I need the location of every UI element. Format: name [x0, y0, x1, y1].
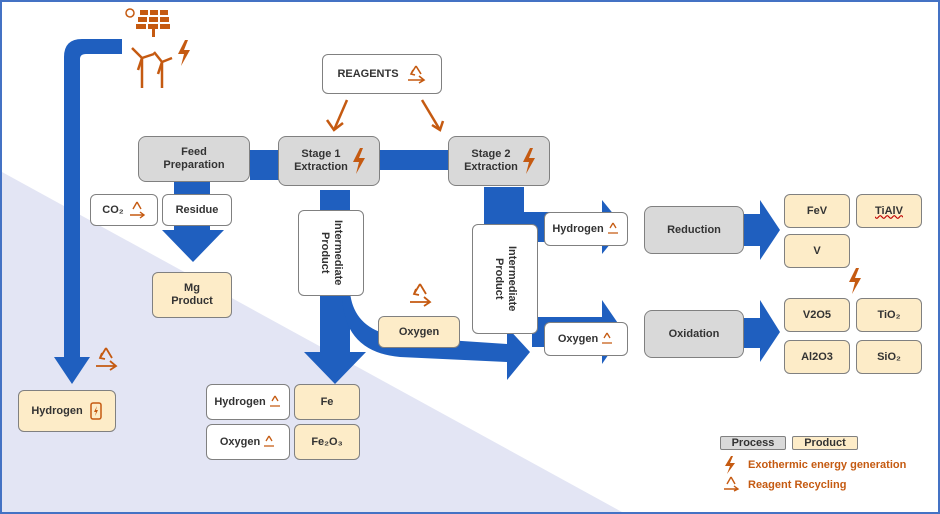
product-v-label: V — [813, 244, 821, 257]
reagents-box: REAGENTS — [322, 54, 442, 94]
intermediate1-label: Intermediate Product — [319, 220, 344, 286]
product-tio2-label: TiO₂ — [877, 308, 901, 321]
lightning-icon — [847, 268, 863, 299]
reagent-arrow-right — [420, 99, 442, 131]
reduction-output-arrow — [744, 200, 780, 260]
bottom-fe2o3-label: Fe₂O₃ — [311, 435, 343, 448]
product-al2o3-box: Al2O3 — [784, 340, 850, 374]
oxidation-box: Oxidation — [644, 310, 744, 358]
reagent-arrow-left-head — [325, 119, 344, 132]
reagents-label: REAGENTS — [337, 67, 399, 80]
bottom-oxygen-box: Oxygen — [206, 424, 290, 460]
lightning-icon — [353, 148, 365, 174]
stage1-stage2-connector — [380, 150, 450, 170]
residue-label: Residue — [175, 203, 219, 216]
oxygen-right-label: Oxygen — [557, 332, 599, 345]
stage1-down-head — [304, 352, 366, 384]
legend-recycling: Reagent Recycling — [748, 479, 847, 491]
reagent-arrow-left — [332, 99, 349, 131]
legend-product: Product — [792, 436, 858, 450]
oxygen-right-box: Oxygen — [544, 322, 628, 356]
recycle-icon — [607, 222, 618, 234]
legend-exothermic: Exothermic energy generation — [748, 459, 907, 471]
stage2-label: Stage 2 Extraction — [464, 148, 518, 173]
reagent-arrow-right-head — [431, 120, 445, 132]
product-tialv-box: TiAlV — [856, 194, 922, 228]
co2-label: CO₂ — [102, 203, 124, 216]
legend-process-label: Process — [731, 437, 775, 449]
wind-turbine-icon — [128, 44, 174, 95]
legend-process: Process — [720, 436, 786, 450]
bottom-oxygen-label: Oxygen — [219, 435, 261, 448]
lightning-icon — [724, 456, 736, 479]
bottom-fe2o3-box: Fe₂O₃ — [294, 424, 360, 460]
mg-product-box: Mg Product — [152, 272, 232, 318]
hydrogen-left-label: Hydrogen — [31, 404, 83, 417]
product-v2o5-box: V2O5 — [784, 298, 850, 332]
stage2-box: Stage 2 Extraction — [448, 136, 550, 186]
recycle-icon — [264, 435, 275, 447]
recycle-icon — [602, 332, 613, 344]
intermediate-product-1-box: Intermediate Product — [298, 210, 364, 296]
feed-down-head — [162, 230, 224, 262]
recycle-icon — [129, 201, 145, 219]
hydrogen-right-label: Hydrogen — [552, 222, 604, 235]
stage1-label: Stage 1 Extraction — [294, 148, 348, 173]
product-fev-box: FeV — [784, 194, 850, 228]
product-tialv-label: TiAlV — [875, 204, 903, 217]
product-tio2-box: TiO₂ — [856, 298, 922, 332]
co2-box: CO₂ — [90, 194, 158, 226]
bottom-hydrogen-label: Hydrogen — [214, 395, 266, 408]
feed-preparation-box: Feed Preparation — [138, 136, 250, 182]
bottom-fe-label: Fe — [320, 395, 334, 408]
legend-product-label: Product — [804, 437, 846, 449]
product-sio2-label: SiO₂ — [877, 350, 901, 363]
product-al2o3-label: Al2O3 — [801, 350, 833, 363]
bottom-hydrogen-box: Hydrogen — [206, 384, 290, 420]
hydrogen-left-box: Hydrogen — [18, 390, 116, 432]
intermediate-product-2-box: Intermediate Product — [472, 224, 538, 334]
recycle-icon — [722, 476, 740, 497]
oxidation-output-arrow — [744, 300, 780, 362]
bottom-fe-box: Fe — [294, 384, 360, 420]
recycle-icon — [269, 395, 280, 407]
oxidation-label: Oxidation — [668, 327, 720, 340]
product-sio2-box: SiO₂ — [856, 340, 922, 374]
oxygen-branch-arrow — [342, 292, 530, 380]
recycle-icon — [406, 282, 434, 313]
feed-label: Feed Preparation — [163, 146, 225, 171]
solar-panel-icon — [124, 6, 172, 45]
hydrogen-right-box: Hydrogen — [544, 212, 628, 246]
battery-icon — [89, 402, 102, 420]
hydrogen-supply-arrow — [54, 39, 122, 384]
stage1-box: Stage 1 Extraction — [278, 136, 380, 186]
product-fev-label: FeV — [806, 204, 828, 217]
recycle-icon — [92, 346, 120, 377]
stage2-down-shaft — [484, 187, 524, 227]
mg-label: Mg Product — [171, 282, 213, 307]
reduction-label: Reduction — [667, 223, 721, 236]
product-v-box: V — [784, 234, 850, 268]
lightning-icon — [523, 148, 535, 174]
oxygen-mid-label: Oxygen — [398, 325, 440, 338]
reduction-box: Reduction — [644, 206, 744, 254]
intermediate2-label: Intermediate Product — [493, 246, 518, 312]
oxygen-mid-box: Oxygen — [378, 316, 460, 348]
residue-box: Residue — [162, 194, 232, 226]
product-v2o5-label: V2O5 — [802, 308, 832, 321]
feed-stage1-connector — [250, 150, 280, 180]
lightning-icon — [176, 40, 192, 71]
recycle-icon — [407, 65, 425, 84]
